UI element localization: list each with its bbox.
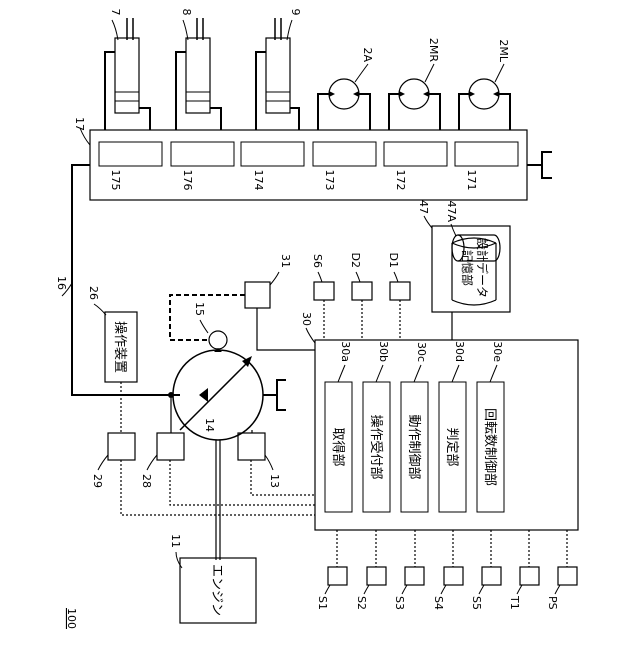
label-S1: S1 [316,596,329,610]
main-pump [168,350,286,440]
sensor-29-box [108,433,135,460]
sensor-S6-box [314,282,334,300]
spool-171 [455,142,518,166]
sensor-S2-box [367,567,386,585]
label-11: 11 [169,534,182,548]
module-30e-text: 回転数制御部 [482,408,497,486]
spool-172 [384,142,447,166]
motor-2ML [459,79,510,130]
label-30a: 30a [339,341,352,362]
sensor-S3-box [405,567,424,585]
label-S5: S5 [470,596,483,610]
label-29: 29 [91,474,104,488]
sensor-13-box [238,433,265,460]
sensor-D2-box [352,282,372,300]
module-30d-text: 判定部 [444,427,459,466]
label-17: 17 [73,117,86,131]
sensor-S5-box [482,567,501,585]
label-16: 16 [55,276,68,290]
cylinder-8 [176,18,221,130]
label-S4: S4 [432,596,445,610]
engine-text: エンジン [209,564,224,616]
sensor-T1-box [520,567,539,585]
label-176: 176 [181,170,194,191]
pilot-pump [200,320,227,352]
control-valve-block [90,130,552,200]
sensor-PS-box [558,567,577,585]
pilot-signal-line [170,295,245,340]
valve-31-box [245,282,270,308]
label-15: 15 [193,302,206,316]
module-30c-text: 動作制御部 [406,414,421,479]
label-S3: S3 [393,596,406,610]
label-9: 9 [289,9,302,16]
label-S6: S6 [311,254,324,268]
label-30c: 30c [415,342,428,362]
label-13: 13 [268,474,281,488]
cylinder-7 [105,18,150,130]
operation-device-text: 操作装置 [112,321,128,373]
label-PS: PS [546,596,559,610]
label-171: 171 [465,170,478,191]
sensor-S1-box [328,567,347,585]
label-31: 31 [279,254,292,268]
label-7: 7 [109,9,122,16]
label-D1: D1 [387,253,400,268]
label-28: 28 [140,474,153,488]
label-175: 175 [109,170,122,191]
spool-175 [99,142,162,166]
label-30: 30 [300,312,313,326]
label-30d: 30d [453,341,466,362]
label-47A: 47A [445,200,458,222]
label-2MR: 2MR [427,38,440,62]
label-172: 172 [394,170,407,191]
spool-176 [171,142,234,166]
label-174: 174 [252,170,265,191]
sensor-D1-box [390,282,410,300]
sensor-S4-box [444,567,463,585]
label-T1: T1 [508,595,521,610]
motor-2MR [389,79,440,130]
label-14: 14 [203,418,216,432]
module-30b-text: 操作受付部 [368,414,384,479]
cylinder-9 [256,18,299,130]
label-30e: 30e [491,341,504,362]
label-173: 173 [323,170,336,191]
label-2ML: 2ML [497,39,510,62]
figure-ref-100: 100 [65,608,78,629]
sensor-28-box [157,433,184,460]
label-D2: D2 [349,253,362,268]
label-30b: 30b [377,341,390,362]
spool-173 [313,142,376,166]
spool-174 [241,142,304,166]
label-47: 47 [417,200,430,214]
label-8: 8 [180,9,193,16]
module-30a-text: 取得部 [330,427,346,466]
label-2A: 2A [361,47,374,62]
label-26: 26 [87,286,100,300]
motor-2A [318,79,370,130]
storage-text-line2: 記憶部 [460,250,475,286]
storage-text-line1: 設計データ [475,238,490,298]
label-S2: S2 [355,596,368,610]
